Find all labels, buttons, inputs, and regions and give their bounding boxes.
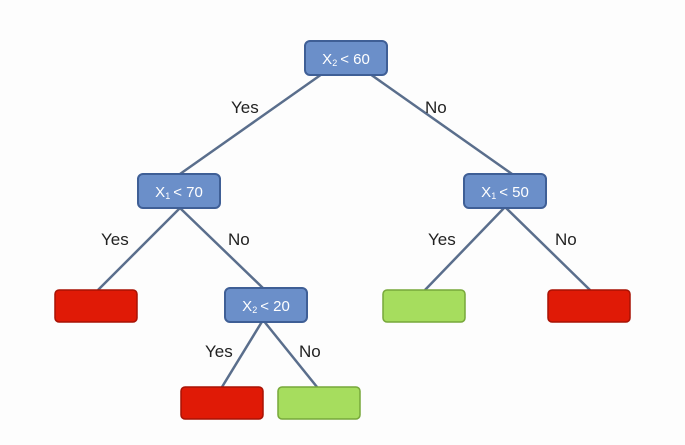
- node-right-sub: 1: [491, 191, 496, 201]
- svg-text:X1< 70: X1< 70: [155, 184, 203, 201]
- edge-label-right-yes: Yes: [428, 230, 456, 249]
- edge-root-no: [369, 72, 513, 176]
- decision-node-left: X1< 70: [137, 173, 221, 209]
- edges: [97, 72, 591, 388]
- edge-label-root-yes: Yes: [231, 98, 259, 117]
- edge-label-right-no: No: [555, 230, 577, 249]
- decision-node-root: X2< 60: [304, 40, 388, 76]
- edge-label-left-no-yes: Yes: [205, 342, 233, 361]
- node-right-var: X: [481, 184, 491, 201]
- decision-node-right: X1< 50: [463, 173, 547, 209]
- svg-text:X2< 60: X2< 60: [322, 51, 370, 68]
- edge-left-no-no: [262, 319, 318, 388]
- edge-left-no-yes: [220, 319, 265, 388]
- leaf-right-yes: [382, 289, 466, 323]
- edge-root-yes: [179, 72, 323, 176]
- edge-labels: Yes No Yes No Yes No Yes No: [101, 98, 577, 361]
- node-left-no-var: X: [242, 298, 252, 315]
- decision-node-left-no: X2< 20: [224, 287, 308, 323]
- leaf-left-no-no: [277, 386, 361, 420]
- leaf-left-yes: [54, 289, 138, 323]
- node-left-no-op: < 20: [260, 298, 290, 315]
- node-left-var: X: [155, 184, 165, 201]
- leaf-right-no: [547, 289, 631, 323]
- node-left-sub: 1: [165, 191, 170, 201]
- edge-left-no: [179, 207, 266, 291]
- edge-right-yes: [424, 206, 506, 291]
- edge-label-root-no: No: [425, 98, 447, 117]
- edge-left-yes: [97, 207, 181, 291]
- svg-text:X1< 50: X1< 50: [481, 184, 529, 201]
- node-left-no-sub: 2: [252, 305, 257, 315]
- edge-label-left-yes: Yes: [101, 230, 129, 249]
- svg-text:X2< 20: X2< 20: [242, 298, 290, 315]
- edge-label-left-no: No: [228, 230, 250, 249]
- node-root-sub: 2: [332, 58, 337, 68]
- node-root-op: < 60: [340, 51, 370, 68]
- edge-right-no: [504, 206, 591, 291]
- node-root-var: X: [322, 51, 332, 68]
- edge-label-left-no-no: No: [299, 342, 321, 361]
- node-right-op: < 50: [499, 184, 529, 201]
- node-left-op: < 70: [173, 184, 203, 201]
- leaf-left-no-yes: [180, 386, 264, 420]
